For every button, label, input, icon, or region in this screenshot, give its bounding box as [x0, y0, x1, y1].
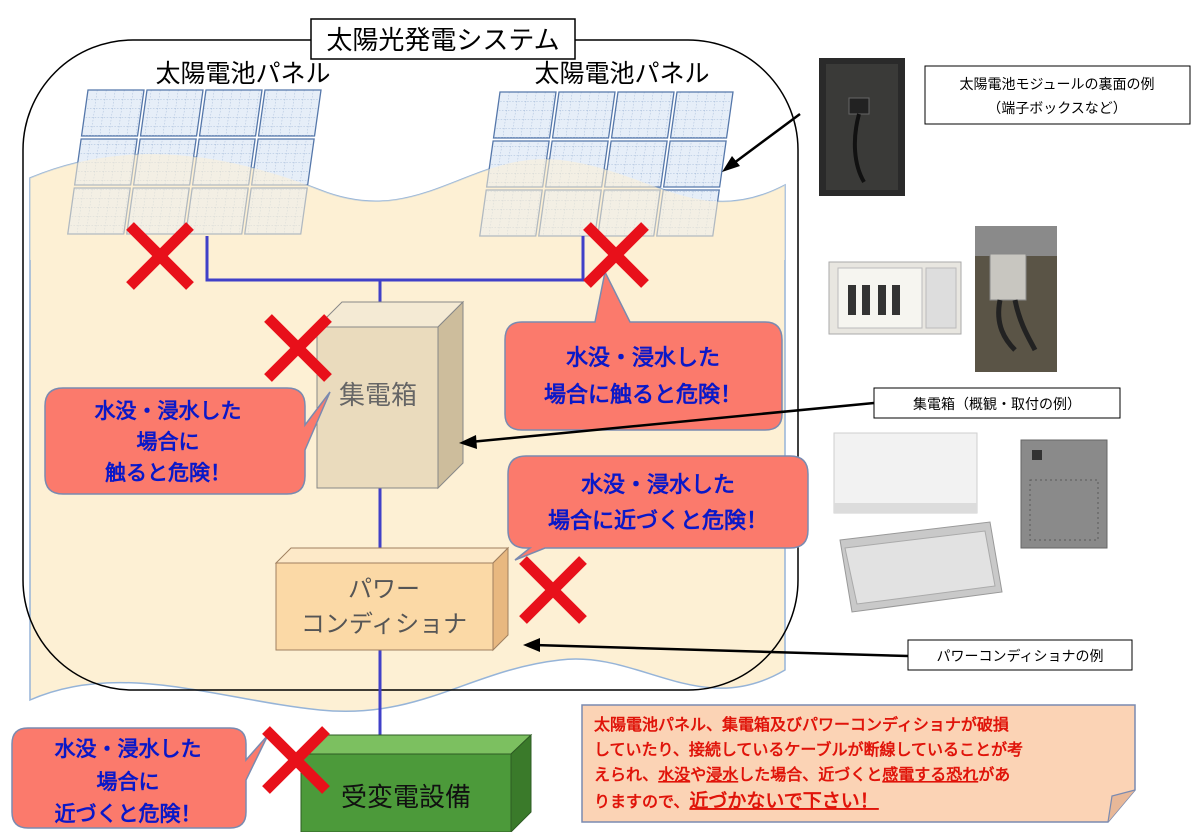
- panel-label-left: 太陽電池パネル: [155, 59, 330, 88]
- solar-panel-module: [80, 89, 145, 137]
- callout-panel-right-line2: 場合に触ると危険！: [544, 382, 742, 408]
- photo-pcs-wall-unit: [833, 432, 978, 514]
- system-title-box: 太陽光発電システム: [310, 18, 576, 60]
- danger-cross-icon-substation: [262, 726, 330, 794]
- danger-cross-icon-panel-right: [583, 222, 649, 288]
- callout-panel-right: 水没・浸水した 場合に触ると危険！: [504, 269, 783, 431]
- wiring: [205, 236, 585, 740]
- warning-note-em-flooded: 浸水: [706, 765, 739, 784]
- panel-label-right: 太陽電池パネル: [534, 59, 709, 88]
- solar-panel-module: [139, 89, 204, 137]
- warning-note-em-submerged: 水没: [658, 765, 691, 784]
- photo-combiner-mounted: [975, 226, 1057, 372]
- callout-combiner: 水没・浸水した 場合に 触ると危険！: [44, 387, 331, 495]
- warning-note-line3-c: や: [690, 765, 706, 784]
- solar-panel-module: [198, 89, 263, 137]
- warning-note-line4: りますので、近づかないで下さい！: [594, 790, 879, 812]
- caption-module-back: 太陽電池モジュールの裏面の例 （端子ボックスなど）: [924, 65, 1191, 125]
- caption-pcs: パワーコンディショナの例: [907, 639, 1133, 671]
- caption-combiner-text: 集電箱（概観・取付の例）: [913, 396, 1081, 413]
- callout-pcs: 水没・浸水した 場合に近づくと危険！: [507, 455, 809, 561]
- danger-cross-marks: [126, 222, 649, 794]
- callout-combiner-line1: 水没・浸水した: [95, 399, 242, 423]
- danger-cross-icon-pcs: [519, 556, 587, 624]
- substation-label: 受変電設備: [341, 783, 471, 813]
- solar-panel-module: [551, 91, 616, 139]
- warning-note-line4-a: りますので、: [594, 792, 689, 811]
- warning-note-line3-g: があ: [978, 765, 1010, 784]
- photo-pcs-outdoor-unit: [839, 521, 1003, 613]
- warning-note-em-shock: 感電する恐れ: [882, 765, 978, 784]
- callout-substation-line1: 水没・浸水した: [55, 737, 202, 761]
- arrow-module-back-icon: [722, 112, 801, 172]
- caption-module-back-line1: 太陽電池モジュールの裏面の例: [959, 76, 1154, 93]
- power-conditioner-label-line1: パワー: [348, 575, 420, 603]
- callout-panel-right-line1: 水没・浸水した: [566, 346, 720, 371]
- power-conditioner: パワー コンディショナ: [274, 546, 510, 652]
- system-title: 太陽光発電システム: [326, 26, 559, 56]
- arrow-pcs-icon: [523, 638, 909, 658]
- photo-module-back: [819, 58, 905, 196]
- callout-pcs-line2: 場合に近づくと危険！: [548, 508, 768, 534]
- substation: 受変電設備: [299, 733, 533, 832]
- arrow-combiner-icon: [459, 401, 875, 449]
- warning-note-line3-e: した場合、近づくと: [738, 765, 882, 784]
- caption-combiner: 集電箱（概観・取付の例）: [873, 387, 1121, 419]
- photo-combiner-open: [828, 261, 962, 335]
- pointer-arrows: [459, 112, 909, 658]
- photo-pcs-cabinet: [1020, 439, 1108, 549]
- callout-combiner-line2: 場合に: [137, 430, 200, 454]
- combiner-box: 集電箱: [315, 300, 465, 490]
- solar-panel-module: [492, 91, 557, 139]
- warning-note-line3: えられ、水没や浸水した場合、近づくと感電する恐れがあ: [594, 765, 1010, 784]
- warning-note-em-keep-away: 近づかないで下さい！: [689, 790, 878, 812]
- caption-module-back-line2: （端子ボックスなど）: [987, 101, 1127, 117]
- warning-note-line3-a: えられ、: [594, 765, 658, 784]
- power-conditioner-label-line2: コンディショナ: [301, 610, 467, 638]
- callout-substation: 水没・浸水した 場合に 近づくと危険！: [11, 727, 269, 829]
- caption-pcs-text: パワーコンディショナの例: [936, 648, 1103, 665]
- danger-cross-icon-combiner: [264, 314, 332, 382]
- danger-cross-icon-panel-left: [126, 222, 194, 290]
- solar-panel-module: [662, 140, 727, 188]
- callout-combiner-line3: 触ると危険！: [105, 461, 231, 485]
- warning-note-line2: していたり、接続しているケーブルが断線していることが考: [594, 740, 1023, 759]
- combiner-box-label: 集電箱: [339, 381, 417, 411]
- callout-pcs-line1: 水没・浸水した: [581, 473, 735, 498]
- solar-panel-module: [610, 91, 675, 139]
- solar-panel-module: [669, 91, 734, 139]
- warning-note-line1: 太陽電池パネル、集電箱及びパワーコンディショナが破損: [593, 715, 1010, 734]
- solar-panel-module: [257, 89, 322, 137]
- callout-substation-line3: 近づくと危険！: [55, 802, 202, 826]
- warning-note: 太陽電池パネル、集電箱及びパワーコンディショナが破損 していたり、接続しているケ…: [581, 704, 1136, 823]
- callout-substation-line2: 場合に: [97, 770, 160, 794]
